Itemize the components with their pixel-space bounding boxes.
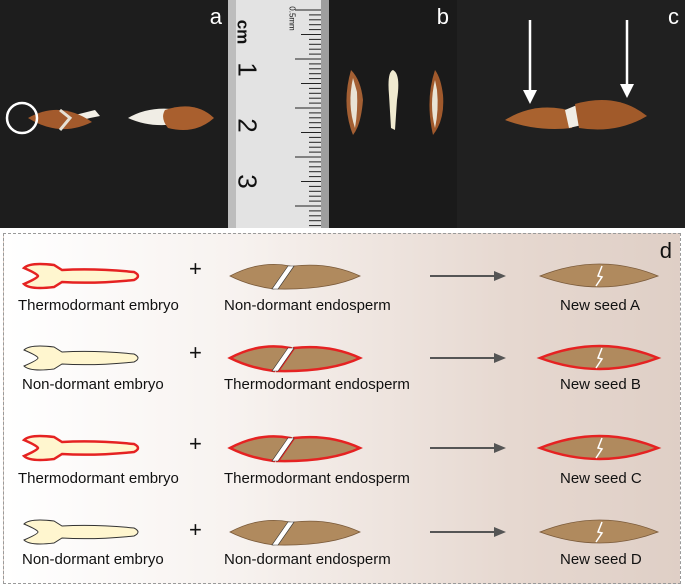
row-2-endosperm-label: Thermodormant endosperm (224, 376, 410, 393)
row-3-embryo-label: Thermodormant embryo (18, 470, 179, 487)
ruler-number-1: 1 (232, 62, 263, 77)
ruler-graphic (228, 0, 329, 228)
row-2-result-label: New seed B (560, 376, 641, 393)
photo-panel-b: b (329, 0, 457, 228)
row-1-plus: + (189, 256, 202, 281)
new-seed-seam (595, 265, 604, 287)
endosperm-gap (271, 521, 295, 546)
endosperm-gap (271, 265, 295, 290)
row-1-embryo-label: Thermodormant embryo (18, 297, 179, 314)
row-4-embryo-label: Non-dormant embryo (22, 551, 164, 568)
endosperm-half-right (277, 520, 361, 546)
embryo-shape (23, 345, 139, 371)
diagram-panel-d: d Thermodormant embryo + Non-dormant end… (3, 233, 681, 584)
ruler-number-2: 2 (232, 118, 263, 133)
ruler: cm 0.5mm 1 2 3 (228, 0, 329, 228)
ruler-fine-unit-label: 0.5mm (287, 6, 297, 31)
endosperm-gap (271, 347, 295, 372)
row-4-endosperm-label: Non-dormant endosperm (224, 551, 391, 568)
endosperm-half-right (275, 345, 363, 373)
photo-panel-c: c (457, 0, 685, 228)
row-1-result-label: New seed A (560, 297, 641, 314)
panel-b-label: b (436, 4, 449, 29)
arrow-head (494, 353, 506, 363)
endosperm-gap (271, 437, 295, 462)
row-2-plus: + (189, 340, 202, 365)
row-3-result-label: New seed C (560, 470, 642, 487)
seed-photo-b (329, 0, 457, 228)
new-seed-seam (595, 347, 604, 369)
panel-c-label: c (668, 4, 679, 29)
photo-panel-a: a (0, 0, 228, 228)
arrow-head (494, 443, 506, 453)
row-3-endosperm-label: Thermodormant endosperm (224, 470, 410, 487)
embryo-shape (21, 434, 140, 462)
seed-photo-c (457, 0, 685, 228)
row-4-plus: + (189, 517, 202, 542)
ruler-number-3: 3 (232, 174, 263, 189)
new-seed-seam (595, 437, 604, 459)
panel-d-label: d (659, 238, 672, 263)
seed-schematic (21, 262, 662, 546)
arrow-head (494, 271, 506, 281)
new-seed-seam (595, 521, 604, 543)
row-3-plus: + (189, 431, 202, 456)
embryo-shape (23, 519, 139, 545)
row-4-result-label: New seed D (560, 551, 642, 568)
endosperm-half-right (275, 435, 363, 463)
row-2-embryo-label: Non-dormant embryo (22, 376, 164, 393)
endosperm-half-right (277, 264, 361, 290)
panel-a-label: a (209, 4, 222, 29)
seed-photo-a (0, 0, 228, 228)
ruler-unit-label: cm (233, 19, 253, 45)
row-1-endosperm-label: Non-dormant endosperm (224, 297, 391, 314)
arrow-head (494, 527, 506, 537)
highlight-circle (5, 101, 39, 135)
embryo-shape (21, 262, 140, 290)
